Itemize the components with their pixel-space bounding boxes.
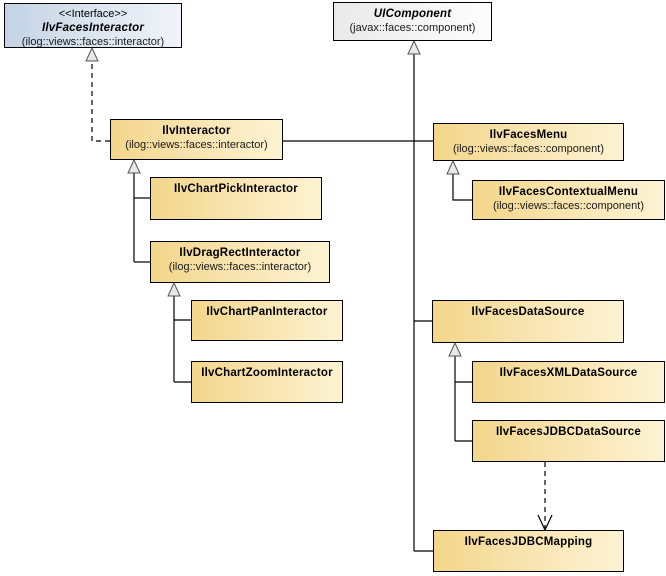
rel-generalization-datasource-children [448,341,472,442]
node-title: IlvDragRectInteractor [179,247,301,259]
node-ilv-faces-xml-data-source[interactable]: IlvFacesXMLDataSource [472,361,665,403]
node-title: IlvFacesMenu [489,129,568,141]
node-title: IlvChartZoomInteractor [201,367,333,379]
node-title: IlvChartPanInteractor [206,306,328,318]
node-title: IlvInteractor [162,125,231,137]
rel-realization-interactor [85,46,110,142]
node-title: UIComponent [373,8,452,20]
node-package: (ilog::views::faces::interactor) [168,261,312,273]
node-title: IlvFacesContextualMenu [498,186,639,198]
rel-generalization-contextualmenu [446,159,472,201]
node-ilv-faces-contextual-menu[interactable]: IlvFacesContextualMenu (ilog::views::fac… [472,180,665,220]
node-ilv-chart-pan-interactor[interactable]: IlvChartPanInteractor [191,300,343,341]
node-ilv-faces-interactor[interactable]: <<Interface>> IlvFacesInteractor (ilog::… [4,3,182,48]
node-stereotype: <<Interface>> [58,8,128,20]
node-title: IlvFacesInteractor [41,22,145,34]
node-ilv-interactor[interactable]: IlvInteractor (ilog::views::faces::inter… [110,119,283,160]
node-title: IlvChartPickInteractor [174,183,298,195]
node-ilv-faces-jdbc-mapping[interactable]: IlvFacesJDBCMapping [433,530,624,572]
node-ilv-faces-jdbc-data-source[interactable]: IlvFacesJDBCDataSource [472,420,665,462]
node-ui-component[interactable]: UIComponent (javax::faces::component) [333,2,492,41]
node-package: (ilog::views::faces::component) [452,143,604,155]
rel-generalization-dragrect-children [167,281,191,383]
node-ilv-drag-rect-interactor[interactable]: IlvDragRectInteractor (ilog::views::face… [150,241,330,283]
node-ilv-chart-pick-interactor[interactable]: IlvChartPickInteractor [150,177,322,220]
node-ilv-chart-zoom-interactor[interactable]: IlvChartZoomInteractor [191,361,343,403]
node-title: IlvFacesXMLDataSource [499,367,638,379]
node-package: (ilog::views::faces::interactor) [125,139,268,151]
node-package: (ilog::views::faces::component) [492,200,644,212]
node-title: IlvFacesDataSource [471,306,585,318]
rel-generalization-interactor-children [127,158,150,263]
rel-generalization-uicomponent-spine [407,39,433,552]
node-ilv-faces-data-source[interactable]: IlvFacesDataSource [432,300,624,343]
rel-dependency-jdbc [537,462,553,532]
node-package: (ilog::views::faces::interactor) [21,36,165,48]
node-package: (javax::faces::component) [349,22,476,34]
node-ilv-faces-menu[interactable]: IlvFacesMenu (ilog::views::faces::compon… [433,123,624,161]
node-title: IlvFacesJDBCMapping [464,536,593,548]
node-title: IlvFacesJDBCDataSource [495,426,642,438]
